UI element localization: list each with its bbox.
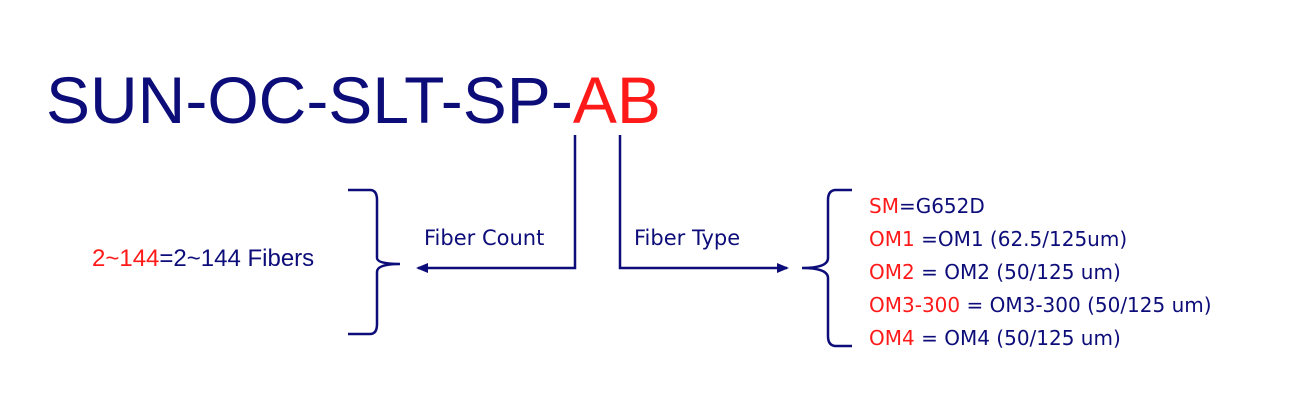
fiber-type-options: SM=G652D OM1 =OM1 (62.5/125um) OM2 = OM2… bbox=[869, 190, 1212, 355]
product-code-prefix: SUN-OC-SLT-SP- bbox=[46, 63, 573, 137]
fiber-type-option: SM=G652D bbox=[869, 190, 1212, 223]
fiber-type-option: OM2 = OM2 (50/125 um) bbox=[869, 256, 1212, 289]
fiber-count-brace bbox=[348, 188, 401, 336]
fiber-type-desc: = OM4 (50/125 um) bbox=[914, 326, 1121, 350]
fiber-type-code: OM3-300 bbox=[869, 293, 961, 317]
fiber-count-desc: =2~144 Fibers bbox=[159, 245, 315, 272]
fiber-type-label: Fiber Type bbox=[634, 226, 741, 250]
product-code-title: SUN-OC-SLT-SP-AB bbox=[46, 60, 661, 140]
fiber-type-code: OM2 bbox=[869, 260, 915, 284]
fiber-type-desc: = OM3-300 (50/125 um) bbox=[960, 293, 1212, 317]
fiber-type-option: OM4 = OM4 (50/125 um) bbox=[869, 322, 1212, 355]
fiber-type-brace bbox=[801, 188, 852, 348]
fiber-count-code: 2~144 bbox=[92, 245, 160, 272]
product-code-variable: AB bbox=[572, 63, 661, 137]
fiber-type-code: OM4 bbox=[869, 326, 915, 350]
fiber-type-desc: =OM1 (62.5/125um) bbox=[914, 227, 1128, 251]
fiber-type-desc: =G652D bbox=[898, 194, 985, 218]
fiber-count-option: 2~144=2~144 Fibers bbox=[92, 245, 314, 273]
fiber-type-code: SM bbox=[869, 194, 899, 218]
fiber-type-code: OM1 bbox=[869, 227, 915, 251]
fiber-count-arrow bbox=[416, 135, 577, 273]
fiber-type-desc: = OM2 (50/125 um) bbox=[914, 260, 1121, 284]
fiber-type-option: OM3-300 = OM3-300 (50/125 um) bbox=[869, 289, 1212, 322]
fiber-type-option: OM1 =OM1 (62.5/125um) bbox=[869, 223, 1212, 256]
fiber-count-label: Fiber Count bbox=[424, 226, 545, 250]
fiber-type-arrow bbox=[618, 135, 789, 273]
